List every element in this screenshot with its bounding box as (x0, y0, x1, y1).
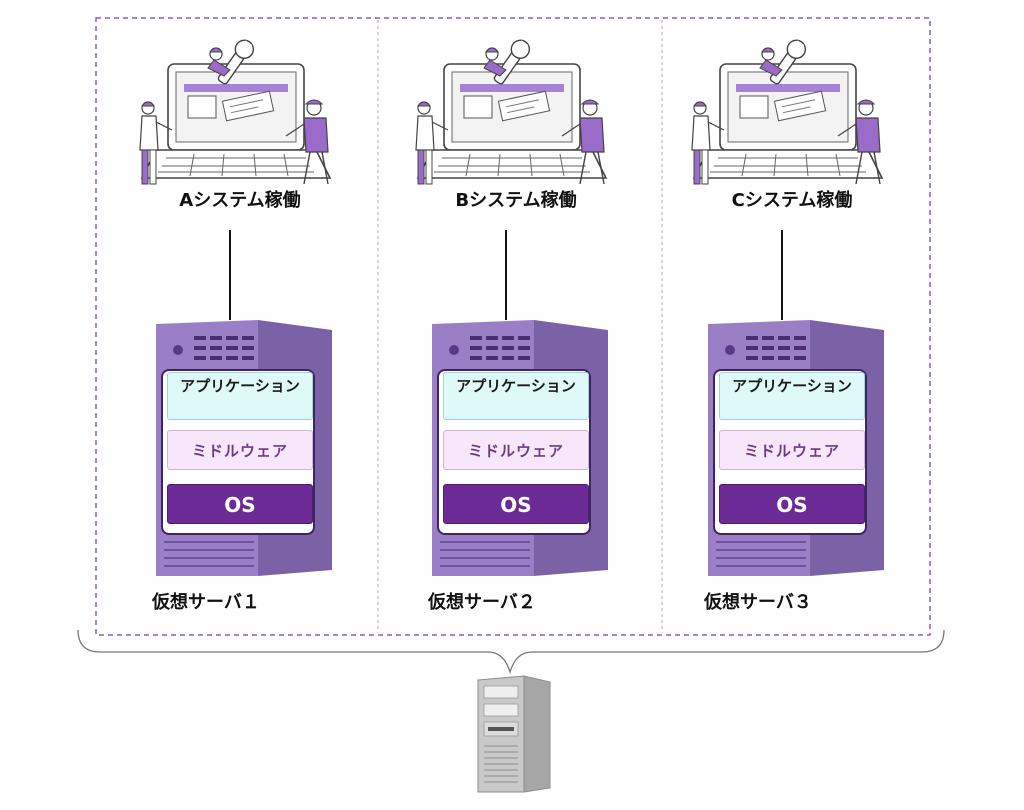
middleware-layer-label: ミドルウェア (467, 442, 564, 460)
system-label: Aシステム稼働 (179, 190, 301, 211)
os-layer-label: OS (500, 493, 532, 517)
middleware-layer: ミドルウェア (167, 430, 313, 470)
middleware-layer-label: ミドルウェア (743, 442, 840, 460)
middleware-layer-label: ミドルウェア (191, 442, 288, 460)
application-layer-label: アプリケーション (456, 377, 576, 395)
connector-line (505, 230, 507, 320)
connector-line (229, 230, 231, 320)
connector-line (781, 230, 783, 320)
application-layer: アプリケーション (719, 372, 865, 420)
system-label: Bシステム稼働 (455, 190, 577, 211)
middleware-layer: ミドルウェア (719, 430, 865, 470)
os-layer-label: OS (224, 493, 256, 517)
os-layer: OS (719, 484, 865, 524)
os-layer-label: OS (776, 493, 808, 517)
virtual-server-label: 仮想サーバ１ (152, 592, 260, 613)
workers-with-laptop-icon (691, 39, 884, 185)
application-layer-label: アプリケーション (732, 377, 852, 395)
middleware-layer: ミドルウェア (443, 430, 589, 470)
grouping-brace (77, 629, 945, 675)
host-boundary (95, 17, 931, 636)
workers-with-laptop-icon (415, 39, 608, 185)
os-layer: OS (167, 484, 313, 524)
virtual-server-label: 仮想サーバ３ (704, 592, 812, 613)
application-layer: アプリケーション (167, 372, 313, 420)
virtual-server-label: 仮想サーバ２ (428, 592, 536, 613)
system-label: Cシステム稼働 (731, 190, 853, 211)
physical-server-tower-icon (477, 675, 551, 793)
os-layer: OS (443, 484, 589, 524)
application-layer: アプリケーション (443, 372, 589, 420)
application-layer-label: アプリケーション (180, 377, 300, 395)
workers-with-laptop-icon (139, 39, 332, 185)
